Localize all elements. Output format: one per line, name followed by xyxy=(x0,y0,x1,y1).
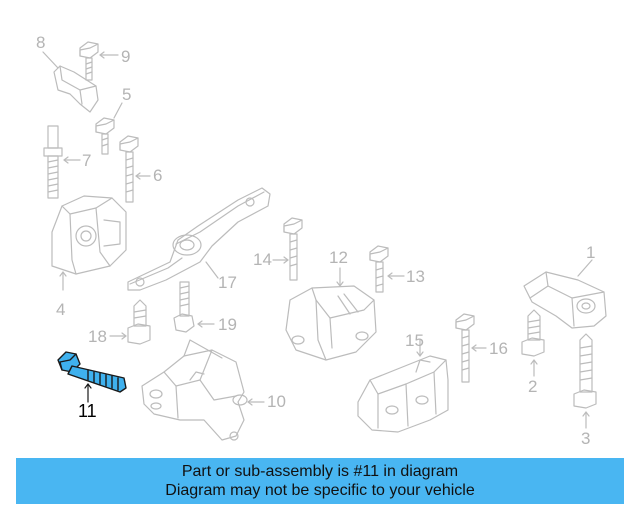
info-banner: Part or sub-assembly is #11 in diagram D… xyxy=(16,458,624,504)
part-16-bolt[interactable] xyxy=(455,313,487,383)
part-6-bolt[interactable] xyxy=(119,135,151,203)
callout-8: 8 xyxy=(36,33,46,52)
part-1-bracket[interactable] xyxy=(523,259,607,329)
callout-14: 14 xyxy=(253,250,272,269)
part-10-transmission-mount[interactable] xyxy=(141,339,265,441)
part-5-bolt[interactable] xyxy=(95,102,123,155)
callout-12: 12 xyxy=(329,248,348,267)
callout-17: 17 xyxy=(218,273,237,292)
callout-1: 1 xyxy=(586,243,596,262)
callout-5: 5 xyxy=(122,85,132,104)
banner-line-disclaimer: Diagram may not be specific to your vehi… xyxy=(165,482,475,499)
part-18-bolt[interactable] xyxy=(109,299,151,345)
part-3-bolt[interactable] xyxy=(573,333,597,429)
part-13-bolt[interactable] xyxy=(369,245,405,293)
part-14-bolt[interactable] xyxy=(272,217,303,281)
part-8-bracket[interactable] xyxy=(42,51,99,113)
part-9-bolt[interactable] xyxy=(79,41,119,81)
part-19-bolt[interactable] xyxy=(173,281,215,333)
banner-line-part-number: Part or sub-assembly is #11 in diagram xyxy=(181,463,459,480)
callout-4: 4 xyxy=(56,300,66,319)
callout-16: 16 xyxy=(489,339,508,358)
callout-18: 18 xyxy=(88,327,107,346)
callout-2: 2 xyxy=(528,377,538,396)
part-15-bracket[interactable] xyxy=(357,339,449,433)
callout-10: 10 xyxy=(267,392,286,411)
part-2-bolt[interactable] xyxy=(521,309,545,377)
part-12-mount[interactable] xyxy=(285,267,377,361)
part-4-mount[interactable] xyxy=(51,195,127,291)
callout-19: 19 xyxy=(218,315,237,334)
part-7-stud[interactable] xyxy=(43,125,81,199)
part-11-highlighted-bolt[interactable] xyxy=(57,351,127,403)
part-17-torque-arm[interactable] xyxy=(127,187,271,291)
callout-13: 13 xyxy=(406,267,425,286)
callout-9: 9 xyxy=(121,47,131,66)
callout-15: 15 xyxy=(405,331,424,350)
callout-11-highlighted: 11 xyxy=(78,401,97,421)
callout-3: 3 xyxy=(581,429,591,448)
callout-7: 7 xyxy=(82,151,92,170)
callout-6: 6 xyxy=(153,166,163,185)
